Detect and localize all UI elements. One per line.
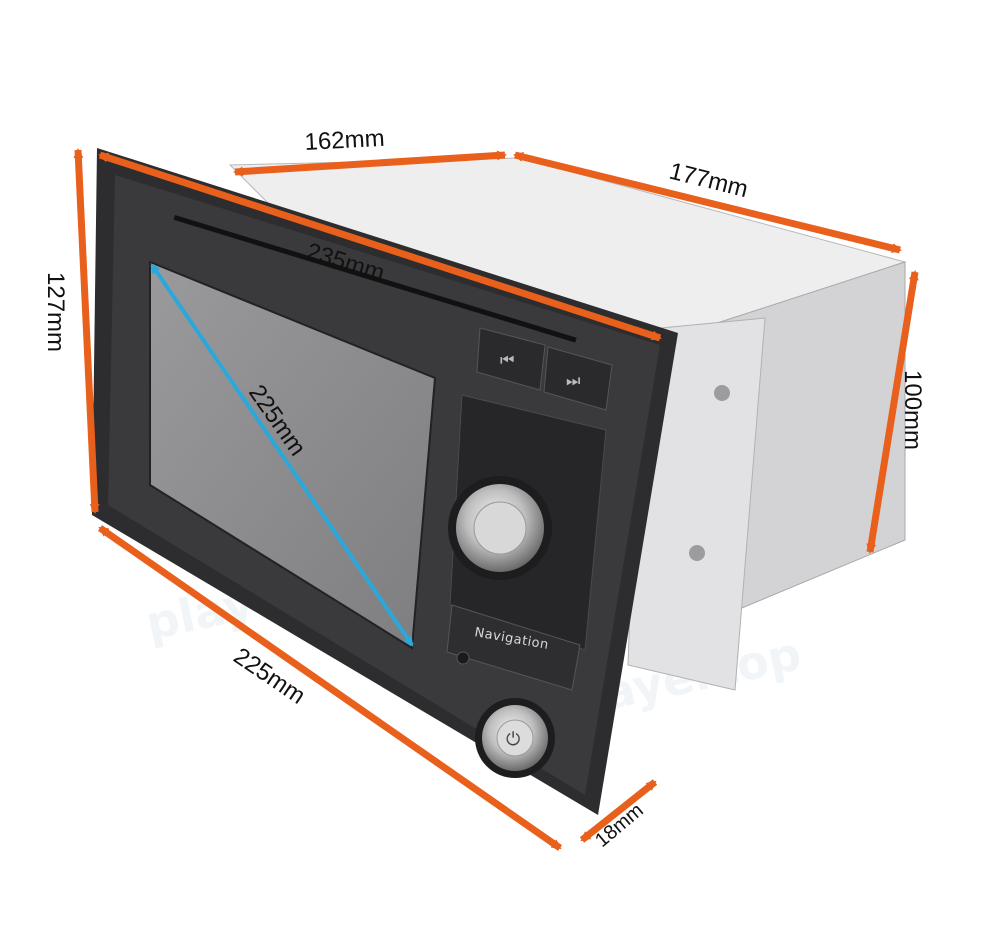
- next-track-button[interactable]: [543, 346, 613, 411]
- main-rotary-knob[interactable]: [448, 476, 552, 580]
- face-height-arrow: [73, 148, 100, 514]
- power-icon: ⏻: [506, 729, 520, 750]
- power-volume-knob[interactable]: ⏻: [475, 698, 555, 778]
- bottom-width-label: 225mm: [229, 643, 310, 710]
- bottom-width-arrow: [98, 525, 562, 851]
- indicator-light: [456, 651, 470, 665]
- chassis-height-label: 100mm: [899, 370, 926, 450]
- face-width-arrow: [98, 151, 662, 342]
- face-height-label: 127mm: [42, 272, 69, 352]
- depth-top-label: 162mm: [304, 125, 385, 156]
- next-track-icon: ⏭: [566, 371, 580, 390]
- bezel-depth-arrow: [579, 779, 658, 843]
- previous-track-icon: ⏮: [500, 350, 514, 369]
- chassis-height-arrow: [866, 270, 919, 554]
